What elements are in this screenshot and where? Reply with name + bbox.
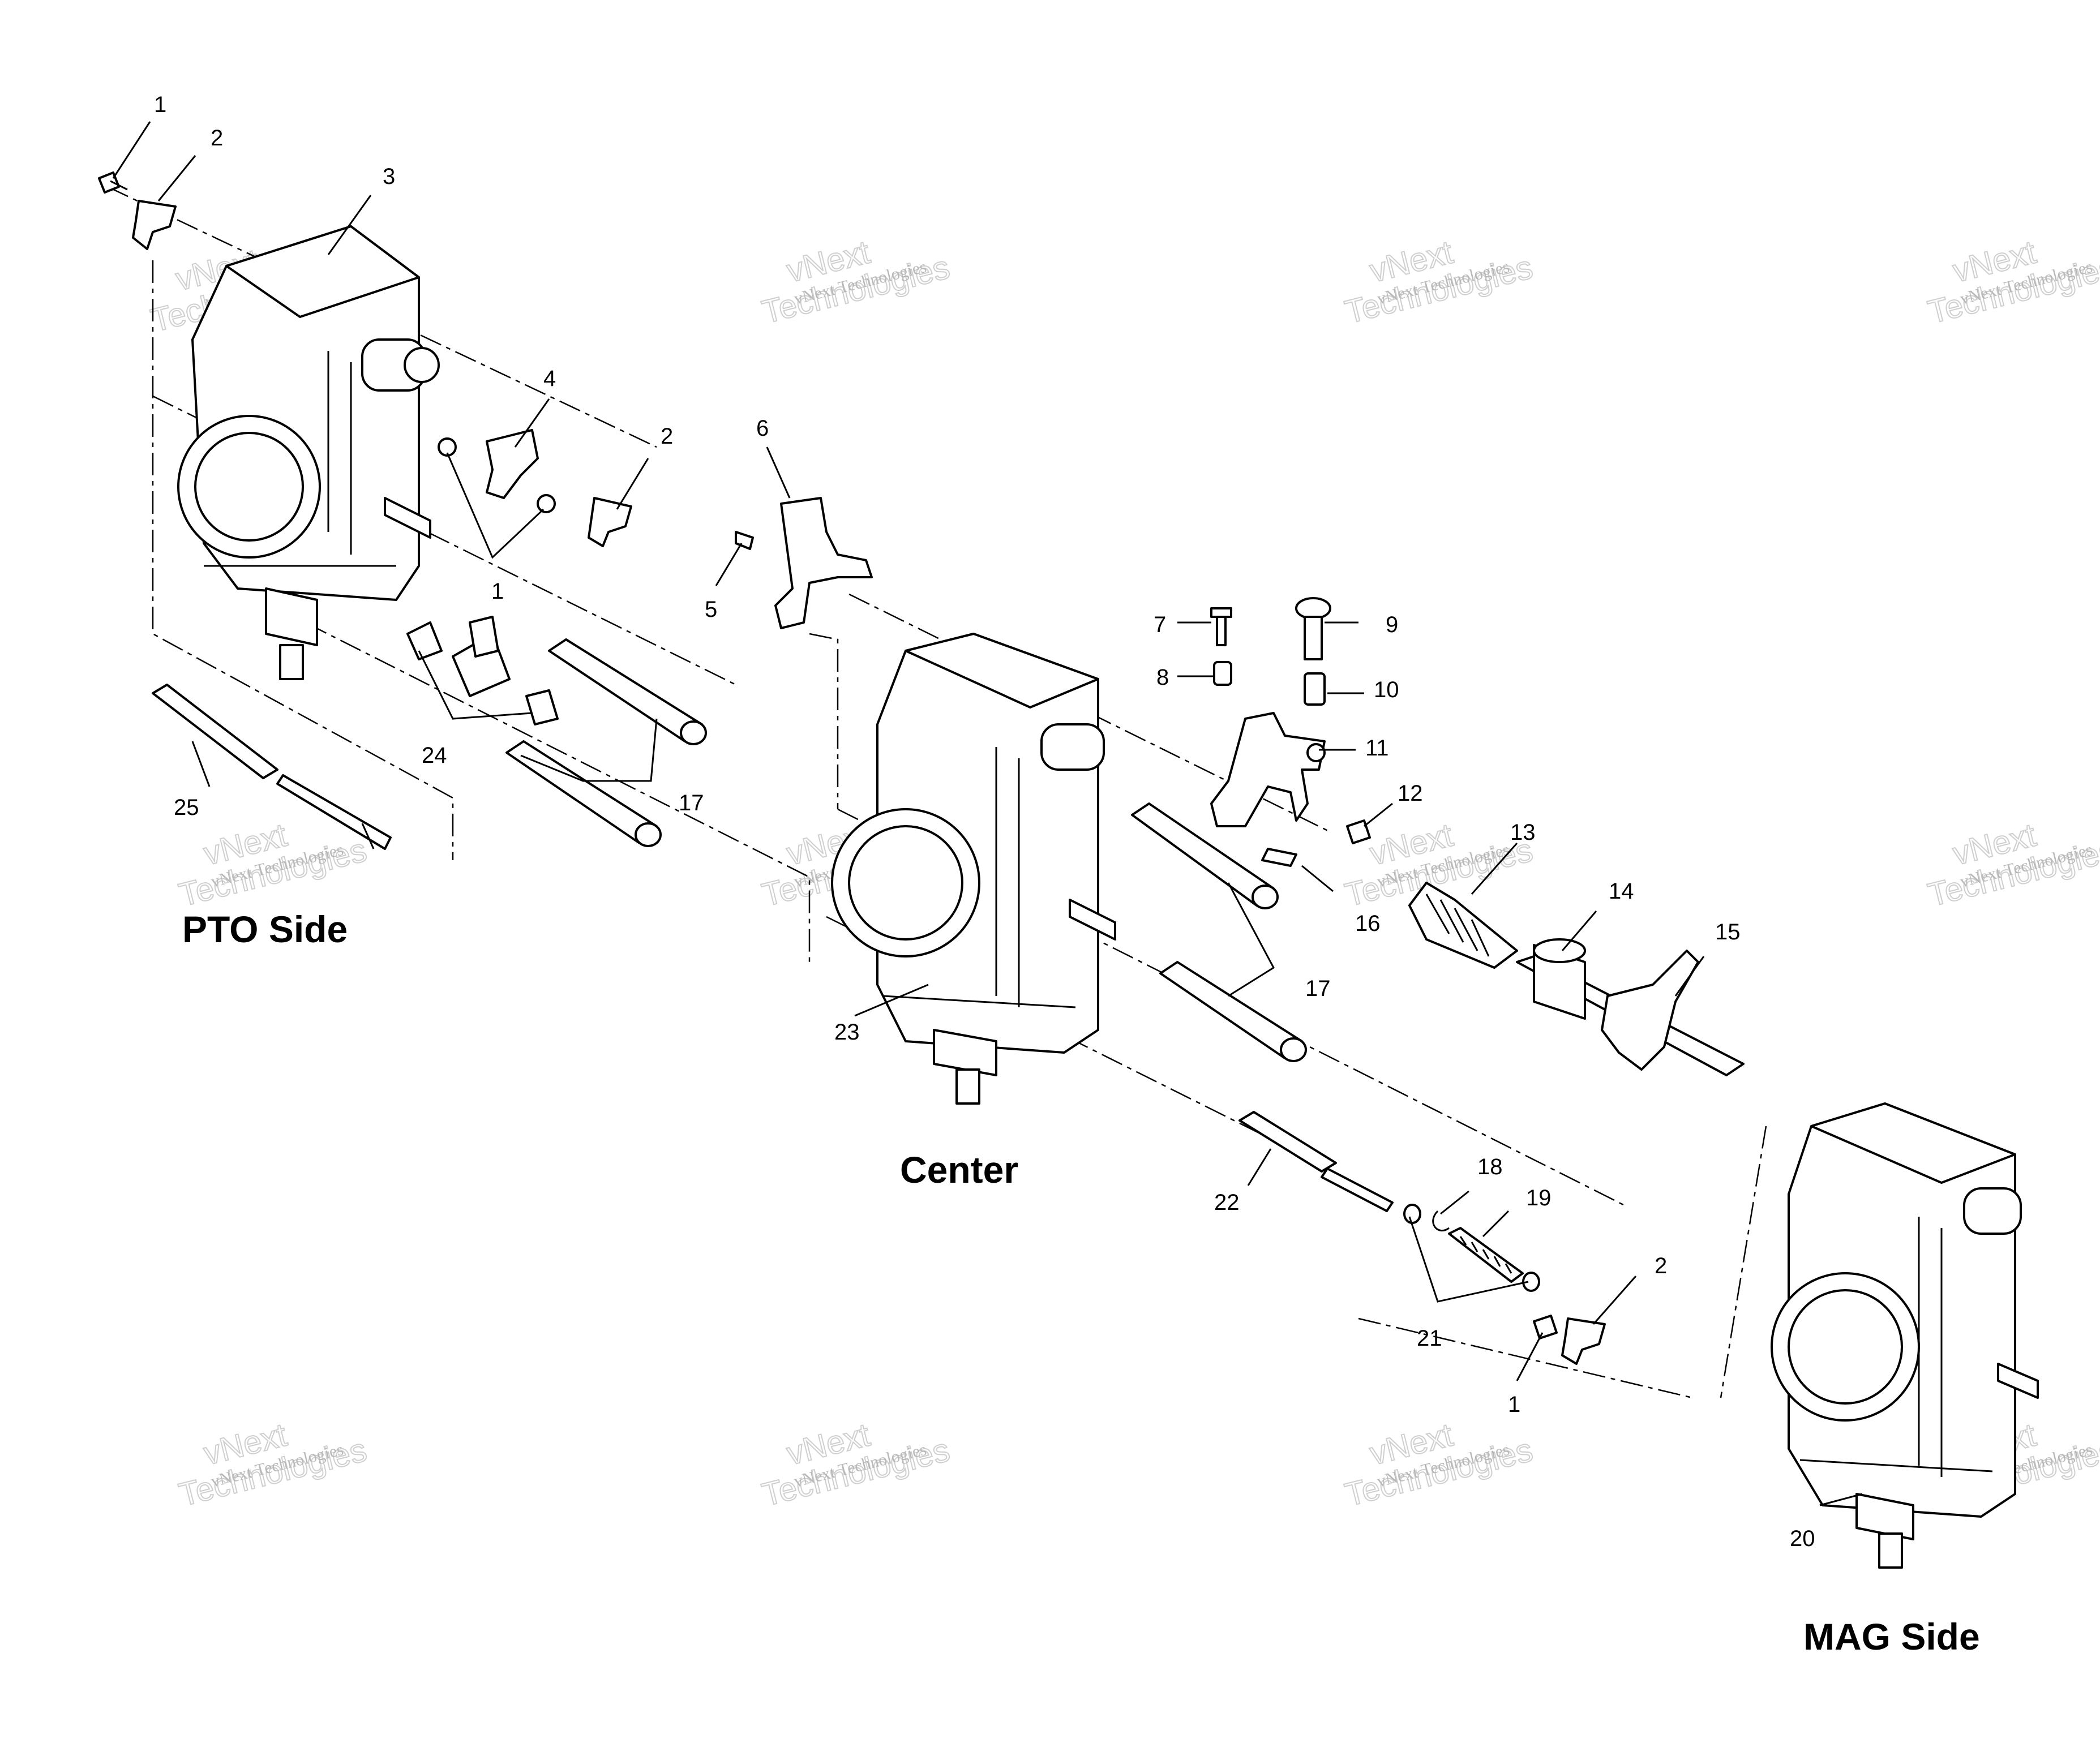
pto-rod-25 bbox=[152, 684, 392, 850]
callout-1: 1 bbox=[1508, 1392, 1520, 1417]
watermark: vNext Technologies vNext Technologies bbox=[1924, 816, 2100, 914]
callout-1: 1 bbox=[154, 92, 166, 117]
center-bracket-11 bbox=[1210, 712, 1326, 827]
mag-rod-22 bbox=[1238, 1111, 1394, 1212]
callout-8: 8 bbox=[1156, 665, 1169, 690]
center-screw-7 bbox=[1210, 607, 1232, 646]
callout-9: 9 bbox=[1386, 612, 1398, 637]
center-spring-8 bbox=[1213, 661, 1232, 686]
leader-lines bbox=[112, 121, 1863, 1506]
center-screw-5 bbox=[735, 531, 754, 550]
callout-19: 19 bbox=[1526, 1186, 1552, 1210]
watermark: vNext Technologies vNext Technologies bbox=[175, 1416, 371, 1514]
mag-side-label: MAG Side bbox=[1803, 1616, 1980, 1658]
callout-2: 2 bbox=[1655, 1253, 1667, 1278]
callout-2: 2 bbox=[211, 126, 223, 151]
callout-10: 10 bbox=[1374, 677, 1399, 702]
center-tube-17-lower bbox=[1159, 961, 1307, 1062]
callout-5: 5 bbox=[705, 597, 717, 622]
callout-4: 4 bbox=[543, 366, 556, 391]
pto-tube-17-upper bbox=[548, 638, 707, 745]
center-screw-9 bbox=[1295, 597, 1331, 660]
callout-24: 24 bbox=[422, 743, 447, 768]
pto-screw-1-top bbox=[98, 171, 128, 194]
mag-spring-19 bbox=[1448, 1227, 1524, 1283]
center-carburetor-body bbox=[831, 633, 1116, 1105]
callout-20: 20 bbox=[1790, 1526, 1815, 1551]
callout-16: 16 bbox=[1355, 911, 1381, 936]
callout-17: 17 bbox=[1305, 976, 1331, 1001]
pto-tube-17-lower bbox=[505, 740, 662, 847]
callout-12: 12 bbox=[1398, 781, 1423, 806]
callout-17: 17 bbox=[679, 791, 704, 815]
pto-fitting-24 bbox=[406, 616, 559, 725]
center-lever-15 bbox=[1601, 950, 1699, 1071]
mag-clip-18 bbox=[1432, 1210, 1450, 1232]
callout-2: 2 bbox=[661, 424, 673, 449]
callout-25: 25 bbox=[174, 795, 199, 820]
pto-bracket-4 bbox=[438, 429, 556, 513]
watermark: vNext Technologies vNext Technologies bbox=[758, 1416, 954, 1514]
mag-washer-21 bbox=[1403, 1204, 1540, 1292]
pto-clip-2-top bbox=[132, 200, 177, 250]
watermark: vNext Technologies vNext Technologies bbox=[1341, 233, 1537, 332]
pto-carburetor-body bbox=[177, 225, 440, 680]
section-labels: PTO Side Center MAG Side bbox=[182, 908, 1980, 1658]
callout-22: 22 bbox=[1214, 1190, 1240, 1215]
pto-side-label: PTO Side bbox=[182, 908, 348, 950]
mag-clip-2 bbox=[1561, 1317, 1606, 1365]
mag-carburetor-body bbox=[1771, 1102, 2039, 1569]
callout-14: 14 bbox=[1609, 879, 1634, 904]
watermark: vNext Technologies vNext Technologies bbox=[1924, 233, 2100, 332]
center-screw-16 bbox=[1261, 848, 1297, 867]
watermark: vNext Technologies vNext Technologies bbox=[758, 233, 954, 332]
center-label: Center bbox=[900, 1149, 1018, 1191]
center-tube-17-upper bbox=[1131, 802, 1279, 909]
callout-3: 3 bbox=[383, 164, 395, 189]
callout-6: 6 bbox=[756, 416, 769, 441]
watermark: vNext Technologies vNext Technologies bbox=[1341, 1416, 1537, 1514]
mag-side-assembly bbox=[1238, 1102, 2039, 1569]
callout-21: 21 bbox=[1417, 1326, 1442, 1351]
pto-side-assembly bbox=[98, 171, 707, 850]
callout-15: 15 bbox=[1715, 920, 1741, 944]
callout-1: 1 bbox=[491, 579, 504, 604]
callout-11: 11 bbox=[1365, 736, 1389, 761]
pto-clip-2-mid bbox=[588, 497, 632, 547]
callout-18: 18 bbox=[1477, 1154, 1503, 1179]
center-lever-6 bbox=[774, 497, 873, 629]
center-assembly bbox=[735, 497, 1745, 1105]
mag-screw-1 bbox=[1533, 1315, 1558, 1339]
callout-numbers: 1 2 3 4 2 1 24 25 17 6 5 7 8 9 10 11 12 … bbox=[154, 92, 1815, 1551]
callout-7: 7 bbox=[1154, 612, 1166, 637]
center-spring-10 bbox=[1304, 672, 1326, 706]
callout-13: 13 bbox=[1510, 820, 1536, 845]
center-spring-13 bbox=[1408, 882, 1518, 969]
callout-23: 23 bbox=[834, 1020, 860, 1045]
